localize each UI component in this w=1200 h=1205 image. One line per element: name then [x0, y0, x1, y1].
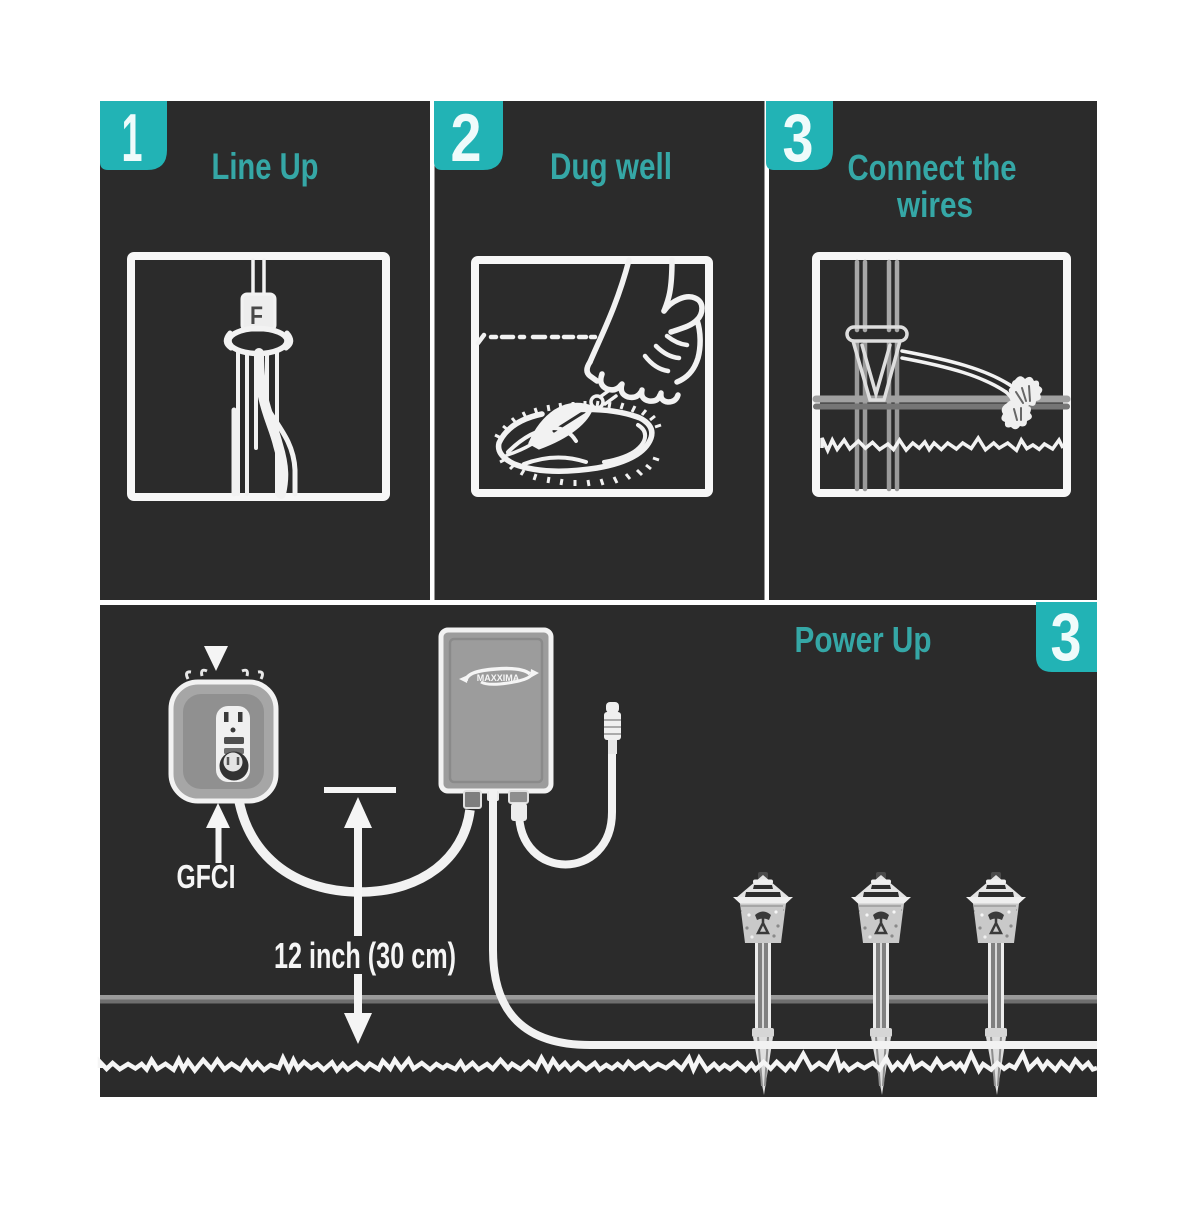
svg-text:12 inch (30 cm): 12 inch (30 cm) [274, 935, 456, 976]
svg-text:F: F [250, 302, 263, 330]
svg-text:Power Up: Power Up [795, 619, 932, 660]
svg-text:3: 3 [783, 100, 814, 176]
svg-text:Line Up: Line Up [212, 146, 319, 187]
svg-text:Connect the: Connect the [848, 147, 1017, 188]
svg-text:3: 3 [1051, 599, 1082, 675]
svg-text:2: 2 [451, 100, 482, 176]
svg-text:GFCI: GFCI [177, 858, 236, 895]
svg-text:MAXXIMA: MAXXIMA [477, 673, 520, 683]
svg-text:1: 1 [122, 100, 143, 176]
svg-text:Dug well: Dug well [550, 146, 672, 187]
svg-text:wires: wires [896, 184, 973, 225]
